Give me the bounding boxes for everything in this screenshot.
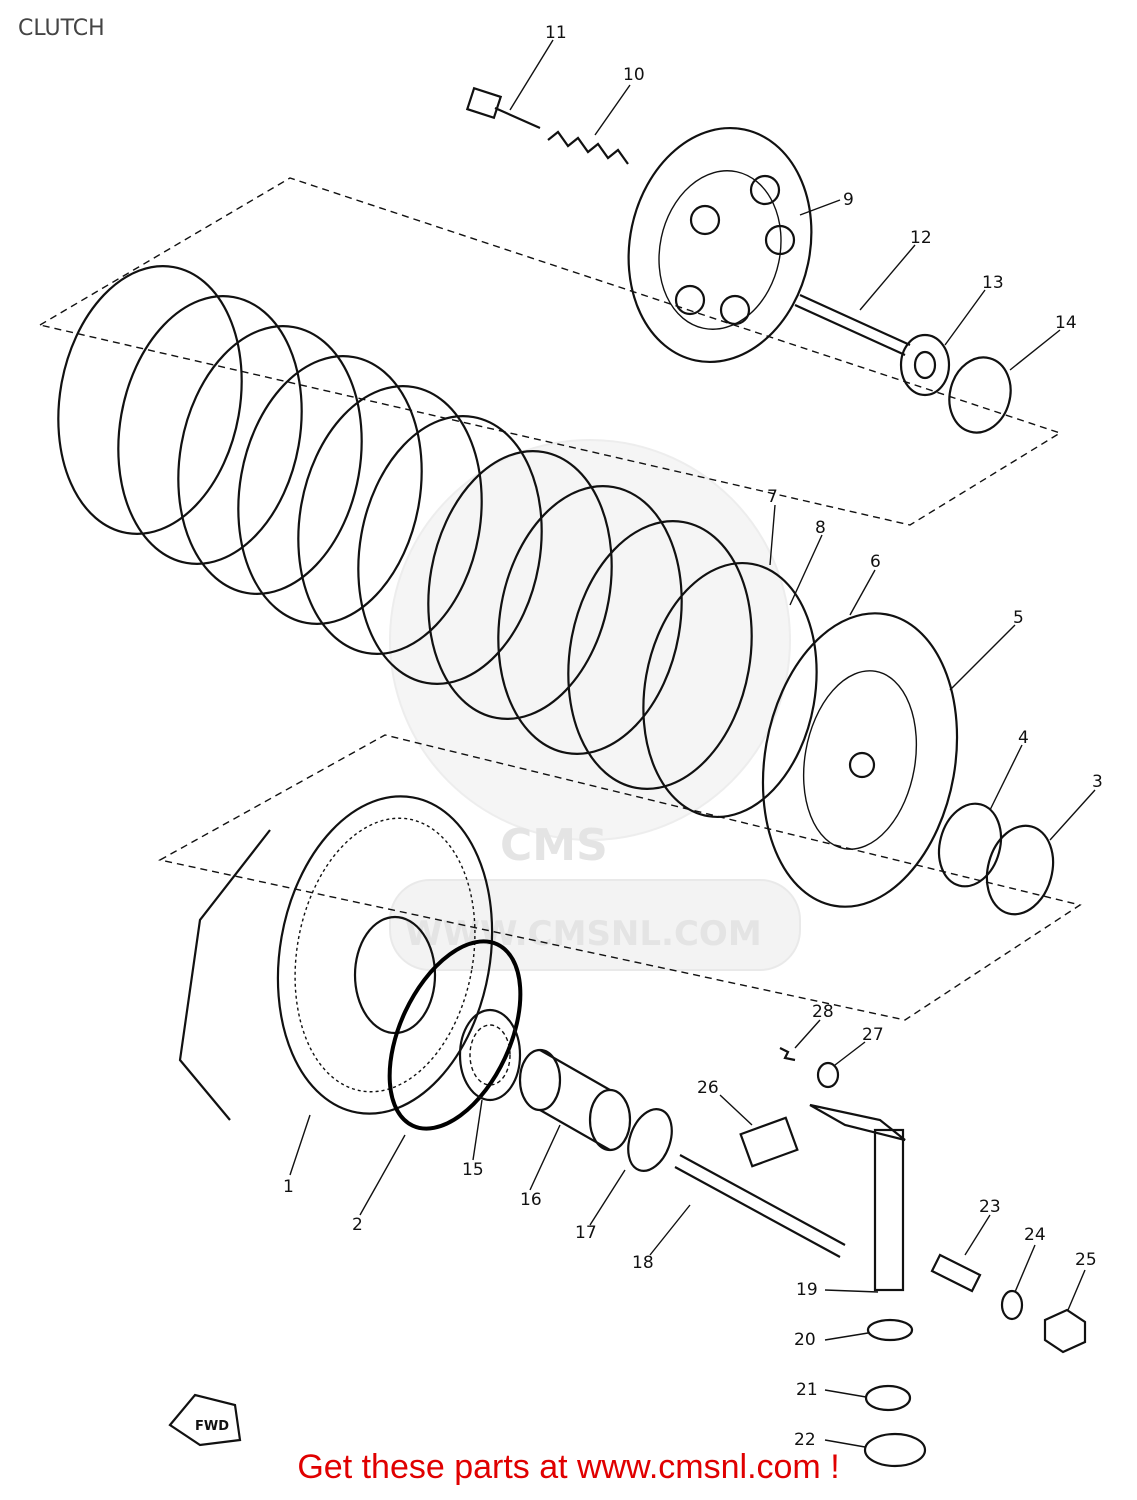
pressure-plate-part — [627, 126, 813, 364]
callout-8: 8 — [815, 518, 826, 538]
callout-6: 6 — [870, 552, 881, 572]
callout-27: 27 — [862, 1025, 884, 1045]
callout-5: 5 — [1013, 608, 1024, 628]
leader-lines — [289, 39, 1096, 1448]
fwd-label: FWD — [195, 1419, 229, 1434]
promo-banner-link[interactable]: Get these parts at www.cmsnl.com ! — [297, 1448, 840, 1486]
callout-20: 20 — [794, 1330, 816, 1350]
spacer-part — [518, 1048, 632, 1152]
callout-13: 13 — [982, 273, 1004, 293]
pinion-gear-part — [458, 1008, 522, 1102]
lock-washer-3-part — [985, 824, 1055, 916]
callout-3: 3 — [1092, 772, 1103, 792]
o-ring-part — [387, 939, 523, 1131]
callout-26: 26 — [697, 1078, 719, 1098]
bolt-and-spring-part — [465, 86, 629, 165]
callout-25: 25 — [1075, 1250, 1097, 1270]
callout-7: 7 — [767, 487, 778, 507]
clutch-housing-group-outline — [158, 734, 1082, 1021]
callout-23: 23 — [979, 1197, 1001, 1217]
callout-11: 11 — [545, 23, 567, 43]
callout-16: 16 — [520, 1190, 542, 1210]
spring-20-part — [866, 1318, 914, 1342]
callout-12: 12 — [910, 228, 932, 248]
callout-14: 14 — [1055, 313, 1077, 333]
callout-4: 4 — [1018, 728, 1029, 748]
push-lever-assembly — [739, 1047, 906, 1292]
adjust-screw-part — [930, 1253, 982, 1293]
callout-1: 1 — [283, 1177, 294, 1197]
callout-17: 17 — [575, 1223, 597, 1243]
oil-seal-22-part — [863, 1432, 927, 1468]
callout-28: 28 — [812, 1002, 834, 1022]
callout-9: 9 — [843, 190, 854, 210]
clutch-plate-group-outline — [38, 177, 1062, 526]
washer-17-part — [627, 1108, 673, 1172]
callout-2: 2 — [352, 1215, 363, 1235]
washer-24-part — [1000, 1289, 1024, 1321]
watermark-logo-text: CMS — [500, 820, 608, 871]
callout-21: 21 — [796, 1380, 818, 1400]
push-rod-part — [674, 1154, 846, 1258]
pushrod-bearing-part — [794, 293, 1012, 434]
callout-labels: 1 2 3 4 5 6 7 8 9 10 11 12 13 14 15 16 1… — [283, 23, 1103, 1450]
callout-18: 18 — [632, 1253, 654, 1273]
clutch-plates-stack — [57, 265, 818, 819]
diagram-title: CLUTCH — [18, 16, 105, 41]
nut-25-part — [1043, 1308, 1087, 1354]
callout-10: 10 — [623, 65, 645, 85]
callout-19: 19 — [796, 1280, 818, 1300]
circlip-21-part — [864, 1384, 912, 1412]
callout-22: 22 — [794, 1430, 816, 1450]
callout-15: 15 — [462, 1160, 484, 1180]
callout-24: 24 — [1024, 1225, 1046, 1245]
watermark: CMS WWW.CMSNL.COM — [389, 439, 801, 971]
clutch-boss-part — [761, 612, 959, 908]
washer-4-part — [937, 802, 1003, 888]
fwd-arrow: FWD — [168, 1393, 242, 1447]
